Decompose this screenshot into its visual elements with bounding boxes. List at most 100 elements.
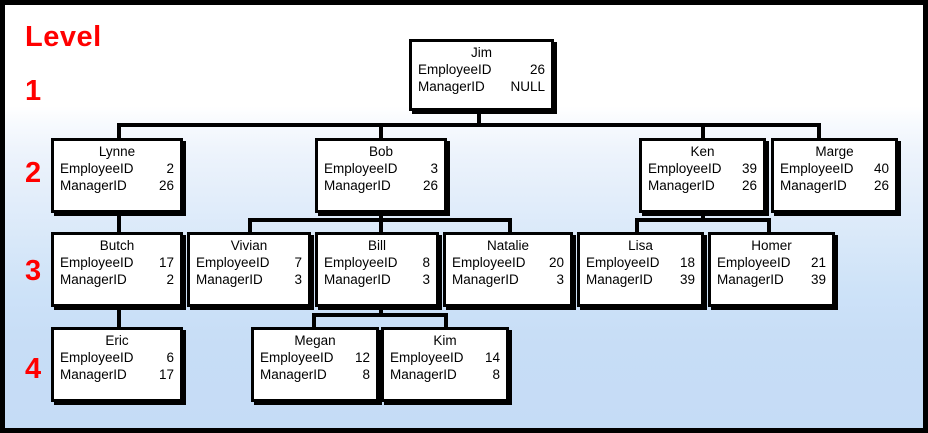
- employee-id-value: 17: [158, 255, 174, 270]
- node-bob[interactable]: Bob EmployeeID 3 ManagerID 26: [315, 138, 447, 213]
- employee-id-label: EmployeeID: [418, 62, 492, 77]
- connector-bob-stem: [379, 210, 383, 221]
- connector-drop-megan: [312, 313, 316, 327]
- employee-id-value: 3: [430, 161, 438, 176]
- manager-id-value: 8: [362, 367, 370, 382]
- manager-id-value: 3: [556, 272, 564, 287]
- node-lynne[interactable]: Lynne EmployeeID 2 ManagerID 26: [51, 138, 183, 213]
- employee-id-value: 18: [679, 255, 695, 270]
- node-manager-id-row: ManagerID 2: [60, 271, 174, 288]
- employee-id-label: EmployeeID: [452, 255, 526, 270]
- employee-id-value: 26: [529, 62, 545, 77]
- node-megan[interactable]: Megan EmployeeID 12 ManagerID 8: [251, 327, 379, 402]
- node-employee-id-row: EmployeeID 8: [324, 254, 430, 271]
- manager-id-label: ManagerID: [60, 178, 127, 193]
- node-employee-id-row: EmployeeID 26: [418, 61, 545, 78]
- node-name: Homer: [751, 238, 792, 253]
- node-name: Bill: [367, 238, 386, 253]
- level-label-3: 3: [25, 255, 42, 287]
- node-name: Lynne: [98, 144, 136, 159]
- node-employee-id-row: EmployeeID 20: [452, 254, 564, 271]
- node-manager-id-row: ManagerID 26: [780, 177, 889, 194]
- node-bill[interactable]: Bill EmployeeID 8 ManagerID 3: [315, 232, 439, 307]
- node-butch[interactable]: Butch EmployeeID 17 ManagerID 2: [51, 232, 183, 307]
- manager-id-label: ManagerID: [390, 367, 457, 382]
- node-manager-id-row: ManagerID 26: [324, 177, 438, 194]
- employee-id-label: EmployeeID: [780, 161, 854, 176]
- employee-id-label: EmployeeID: [586, 255, 660, 270]
- node-ken[interactable]: Ken EmployeeID 39 ManagerID 26: [639, 138, 766, 213]
- employee-id-value: 6: [166, 350, 174, 365]
- node-name: Marge: [815, 144, 854, 159]
- node-employee-id-row: EmployeeID 21: [717, 254, 826, 271]
- node-employee-id-row: EmployeeID 12: [260, 349, 370, 366]
- manager-id-value: 3: [422, 272, 430, 287]
- employee-id-label: EmployeeID: [260, 350, 334, 365]
- connector-butch-stem: [117, 305, 121, 327]
- node-employee-id-row: EmployeeID 7: [196, 254, 302, 271]
- node-manager-id-row: ManagerID NULL: [418, 78, 545, 95]
- node-marge[interactable]: Marge EmployeeID 40 ManagerID 26: [771, 138, 898, 213]
- connector-drop-ken: [701, 123, 705, 139]
- node-employee-id-row: EmployeeID 18: [586, 254, 695, 271]
- node-employee-id-row: EmployeeID 6: [60, 349, 174, 366]
- level-label-4: 4: [25, 353, 42, 385]
- node-name: Jim: [471, 45, 492, 60]
- connector-drop-vivian: [248, 218, 252, 232]
- node-kim[interactable]: Kim EmployeeID 14 ManagerID 8: [381, 327, 509, 402]
- employee-id-label: EmployeeID: [324, 255, 398, 270]
- node-jim[interactable]: Jim EmployeeID 26 ManagerID NULL: [409, 39, 554, 111]
- node-name: Kim: [433, 333, 457, 348]
- node-employee-id-row: EmployeeID 3: [324, 160, 438, 177]
- node-name: Lisa: [628, 238, 653, 253]
- node-homer[interactable]: Homer EmployeeID 21 ManagerID 39: [708, 232, 835, 307]
- node-name: Ken: [690, 144, 715, 159]
- node-employee-id-row: EmployeeID 39: [648, 160, 757, 177]
- manager-id-label: ManagerID: [452, 272, 519, 287]
- node-natalie[interactable]: Natalie EmployeeID 20 ManagerID 3: [443, 232, 573, 307]
- node-manager-id-row: ManagerID 26: [60, 177, 174, 194]
- connector-level1-bus: [117, 123, 821, 127]
- connector-drop-bill: [379, 218, 383, 232]
- connector-ken-bus: [635, 218, 771, 222]
- node-manager-id-row: ManagerID 8: [390, 366, 500, 383]
- manager-id-value: 26: [422, 178, 438, 193]
- manager-id-label: ManagerID: [780, 178, 847, 193]
- connector-jim-stem: [477, 110, 481, 126]
- manager-id-value: NULL: [510, 79, 545, 94]
- manager-id-label: ManagerID: [418, 79, 485, 94]
- manager-id-label: ManagerID: [324, 178, 391, 193]
- employee-id-value: 21: [810, 255, 826, 270]
- manager-id-value: 26: [158, 178, 174, 193]
- level-label-1: 1: [25, 75, 42, 107]
- employee-id-value: 20: [548, 255, 564, 270]
- node-name: Eric: [105, 333, 129, 348]
- manager-id-value: 3: [294, 272, 302, 287]
- node-name: Butch: [99, 238, 135, 253]
- manager-id-value: 26: [741, 178, 757, 193]
- node-eric[interactable]: Eric EmployeeID 6 ManagerID 17: [51, 327, 183, 402]
- manager-id-label: ManagerID: [60, 272, 127, 287]
- connector-ken-stem: [701, 210, 705, 221]
- node-name: Bob: [368, 144, 394, 159]
- manager-id-value: 26: [873, 178, 889, 193]
- employee-id-label: EmployeeID: [648, 161, 722, 176]
- manager-id-value: 39: [679, 272, 695, 287]
- connector-bill-stem: [379, 305, 383, 316]
- employee-id-value: 8: [422, 255, 430, 270]
- level-label-2: 2: [25, 157, 42, 189]
- node-name: Megan: [294, 333, 336, 348]
- employee-id-label: EmployeeID: [717, 255, 791, 270]
- employee-id-value: 39: [741, 161, 757, 176]
- employee-id-value: 12: [354, 350, 370, 365]
- manager-id-value: 8: [492, 367, 500, 382]
- node-lisa[interactable]: Lisa EmployeeID 18 ManagerID 39: [577, 232, 704, 307]
- employee-id-label: EmployeeID: [196, 255, 270, 270]
- node-vivian[interactable]: Vivian EmployeeID 7 ManagerID 3: [187, 232, 311, 307]
- connector-drop-lynne: [117, 123, 121, 139]
- node-manager-id-row: ManagerID 26: [648, 177, 757, 194]
- employee-id-value: 40: [873, 161, 889, 176]
- employee-id-label: EmployeeID: [60, 255, 134, 270]
- connector-drop-kim: [444, 313, 448, 327]
